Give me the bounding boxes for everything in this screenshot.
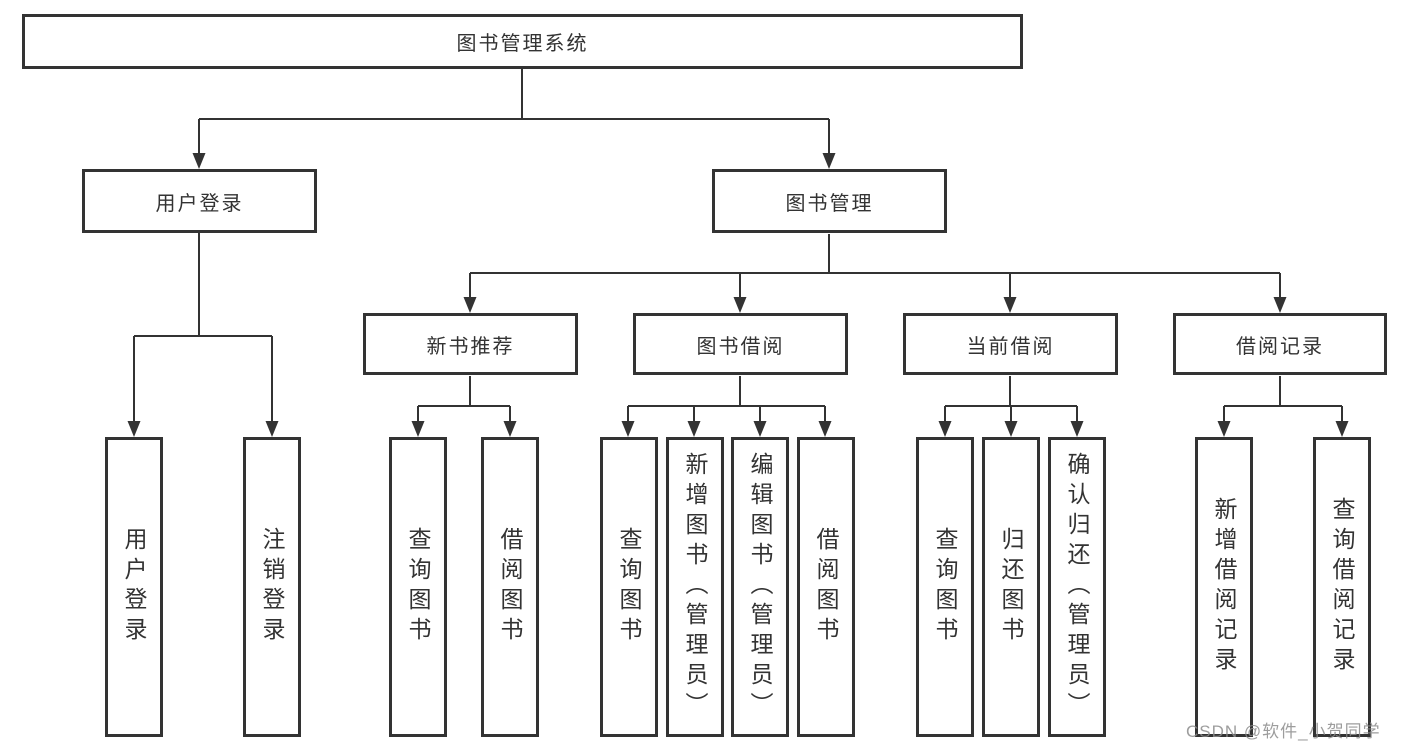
node-book-management: 图书管理 xyxy=(712,169,947,233)
leaf-confirm-return-admin: 确认归还（管理员） xyxy=(1048,437,1106,737)
leaf-query-books-current: 查询图书 xyxy=(916,437,974,737)
node-current-borrowing: 当前借阅 xyxy=(903,313,1118,375)
node-root-library-system: 图书管理系统 xyxy=(22,14,1023,69)
leaf-edit-books-admin: 编辑图书（管理员） xyxy=(731,437,789,737)
leaf-return-books: 归还图书 xyxy=(982,437,1040,737)
node-borrowing-records: 借阅记录 xyxy=(1173,313,1387,375)
node-book-borrowing: 图书借阅 xyxy=(633,313,848,375)
node-new-book-recommend: 新书推荐 xyxy=(363,313,578,375)
leaf-logout: 注销登录 xyxy=(243,437,301,737)
leaf-query-books-borrowing: 查询图书 xyxy=(600,437,658,737)
leaf-user-login: 用户登录 xyxy=(105,437,163,737)
leaf-borrow-books-borrowing: 借阅图书 xyxy=(797,437,855,737)
connector-lines xyxy=(133,68,1343,422)
leaf-borrow-books-recommend: 借阅图书 xyxy=(481,437,539,737)
leaf-add-books-admin: 新增图书（管理员） xyxy=(666,437,724,737)
csdn-watermark: CSDN @软件_小贺同学 xyxy=(1186,722,1381,741)
leaf-add-borrow-record: 新增借阅记录 xyxy=(1195,437,1253,737)
leaf-query-books-recommend: 查询图书 xyxy=(389,437,447,737)
leaf-query-borrow-record: 查询借阅记录 xyxy=(1313,437,1371,737)
node-user-login: 用户登录 xyxy=(82,169,317,233)
